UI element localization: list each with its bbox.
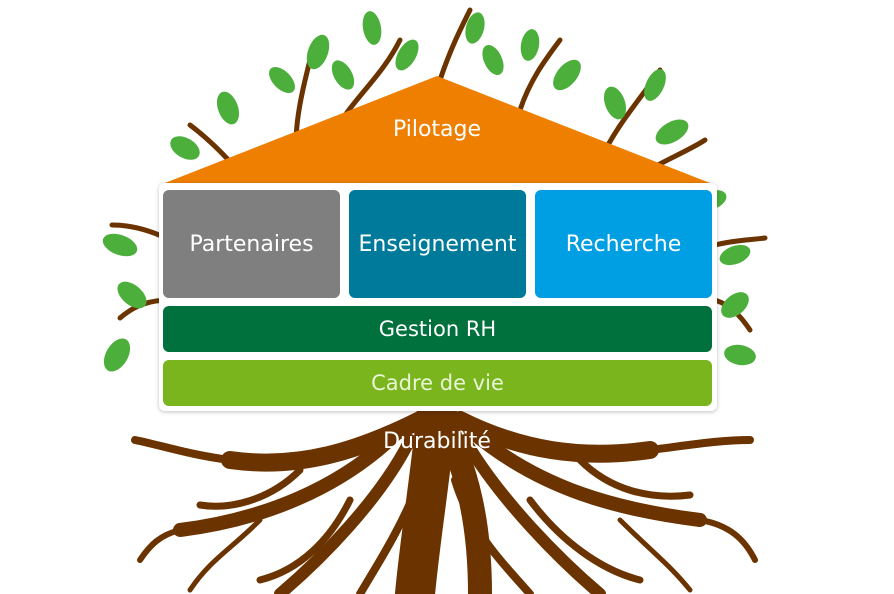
leaf [553,59,581,91]
leaf [482,45,504,75]
leaf [269,67,295,93]
roof-pilotage [165,76,710,183]
band-cadre-de-vie: Cadre de vie [163,360,712,406]
leaf [644,69,666,101]
roots-label: Durabilité [383,429,491,454]
band-gestion-rh: Gestion RH [163,306,712,352]
leaf [719,244,751,266]
roof-label: Pilotage [392,117,482,142]
pillar-partenaires: Partenaires [163,190,340,298]
band-label: Cadre de vie [371,371,504,395]
leaf [721,292,749,318]
leaf [362,11,382,45]
band-label: Gestion RH [378,317,497,341]
pillar-label: Partenaires [189,231,314,257]
tree-leaves [102,11,756,372]
pillar-recherche: Recherche [535,190,712,298]
leaf [117,281,147,309]
leaf [655,119,689,145]
leaf [603,86,627,120]
leaf [520,29,540,61]
leaf [724,344,756,366]
tree-roots [131,390,758,594]
pillar-label: Enseignement [358,231,517,257]
leaf [170,136,200,160]
pillar-enseignement: Enseignement [349,190,526,298]
leaf [306,34,330,70]
pillar-label: Recherche [565,231,682,257]
leaf [395,39,419,71]
leaf [103,338,131,372]
leaf [331,60,355,90]
leaf [102,233,138,257]
leaf [216,91,240,125]
leaf [465,12,485,44]
